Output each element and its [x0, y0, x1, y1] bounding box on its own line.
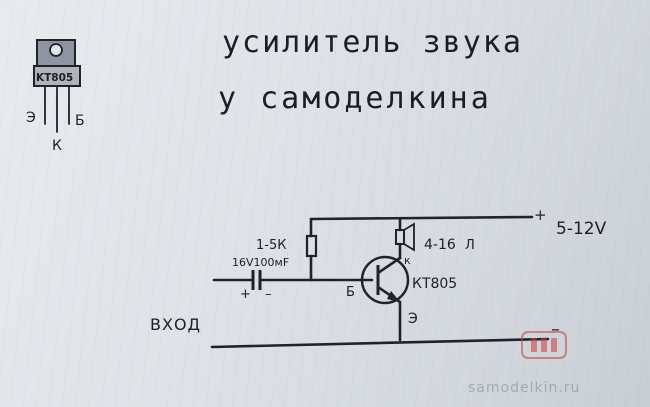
transistor-symbol [360, 255, 410, 305]
title-line-1: усилитель звука [222, 25, 523, 60]
bias-resistor [305, 234, 318, 258]
pinout-pin-left-label: Э [26, 110, 36, 126]
mounting-hole-icon [49, 43, 63, 57]
transistor-pinout-sketch: KT805 Э Б К [26, 39, 85, 154]
capacitor-minus-sign: – [265, 287, 272, 302]
pinout-body-label: KT805 [36, 72, 73, 84]
emitter-arrow-icon [387, 291, 400, 302]
collector-label: к [404, 254, 411, 267]
watermark-mark-3 [551, 338, 557, 352]
capacitor-plus-sign: + [240, 287, 251, 302]
speaker-unit-label: Л [465, 238, 475, 253]
transistor-collector-leg [376, 256, 402, 275]
positive-supply-rail [309, 215, 534, 221]
transistor-type-label: КТ805 [412, 276, 457, 292]
transistor-circle [360, 255, 410, 305]
watermark-text: samodelkin.ru [468, 380, 580, 396]
resistor-value-label: 1-5К [256, 238, 286, 253]
watermark-mark-1 [531, 338, 537, 352]
ground-rail [210, 337, 550, 349]
capacitor-value-label: 16V100мF [232, 256, 289, 269]
watermark-mark-2 [541, 338, 547, 352]
speaker-icon [403, 222, 415, 252]
watermark-logo [521, 331, 567, 359]
emitter-label: Э [408, 311, 418, 327]
speaker-impedance-label: 4-16 [424, 237, 456, 253]
pinout-pin-center-label: К [52, 138, 62, 154]
supply-plus-sign: + [534, 206, 547, 224]
watermark-frame [521, 331, 567, 359]
title-line-2: у самоделкина [218, 81, 492, 116]
supply-voltage-label: 5-12V [556, 219, 607, 239]
base-label: Б [346, 285, 355, 300]
speaker-coil [395, 229, 405, 245]
pinout-pin-right-label: Б [75, 113, 85, 129]
input-label: ВХОД [150, 315, 201, 334]
supply-minus-sign: – [551, 319, 560, 340]
